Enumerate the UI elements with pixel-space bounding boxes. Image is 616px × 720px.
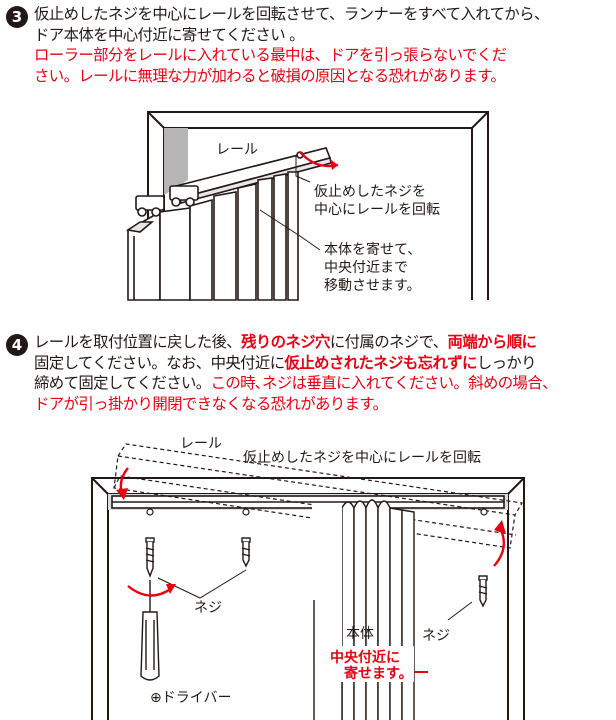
screw-left-1: [145, 537, 155, 578]
step-4-rotate-label: 仮止めしたネジを中心にレールを回転: [243, 450, 481, 466]
step-3-warning-2: さい。レールに無理な力が加わると破損の原因となる恐れがあります。: [34, 66, 506, 85]
frame-shadow: [164, 128, 188, 195]
step-3: 3 仮止めしたネジを中心にレールを回転させて、ランナーをすべて入れてから、 ドア…: [6, 4, 612, 116]
step-3-line-1: 仮止めしたネジを中心にレールを回転させて、ランナーをすべて入れてから、: [34, 5, 549, 23]
step-4-text: レールを取付位置に戻した後、残りのネジ穴に付属のネジで、両端から順に 固定してく…: [34, 332, 612, 414]
step-4-screw-label-right: ネジ: [422, 628, 450, 644]
step-4-l1b: 残りのネジ穴: [241, 333, 330, 351]
frame-4: [91, 477, 525, 720]
step-4-body-label: 本体: [346, 626, 374, 642]
step-4-number: 4: [6, 334, 28, 356]
step-4-l1c: に付属のネジで、: [329, 333, 448, 351]
screwdriver-rotate-arrow: [127, 585, 173, 597]
step-3-rotate-label-1: 仮止めしたネジを: [314, 184, 426, 200]
step-4-line-3: 締めて固定してください。この時､ネジは垂直に入れてください。斜めの場合、: [34, 373, 612, 394]
step-4-rail-label: レール: [180, 436, 222, 452]
step-4-l3a: 締めて固定してください。: [34, 374, 211, 392]
step-4-center-label-1: 中央付近に: [330, 649, 400, 666]
step-4-line-4: ドアが引っ掛かり開閉できなくなる恐れがあります。: [34, 394, 388, 413]
door-panels-4: [341, 499, 415, 720]
step-4-center-label-2: 寄せます。: [344, 665, 413, 682]
step-4-l2b: 仮止めされたネジも忘れずに: [284, 353, 478, 372]
rotate-leader: [295, 156, 311, 183]
step-3-rotate-label-2: 中心にレールを回転: [314, 202, 440, 218]
step-3-move-label-2: 中央付近まで: [324, 260, 408, 276]
step-4-l3b: この時､ネジは垂直に入れてください。斜めの場合、: [210, 374, 558, 392]
step-3-move-label-1: 本体を寄せて、: [324, 241, 421, 258]
step-4-screw-label-left: ネジ: [194, 600, 222, 616]
step-4-l1a: レールを取付位置に戻した後、: [34, 333, 242, 351]
step-3-move-label-3: 移動させます。: [324, 278, 421, 294]
step-3-text: 仮止めしたネジを中心にレールを回転させて、ランナーをすべて入れてから、 ドア本体…: [34, 4, 612, 86]
step-3-rail-label: レール: [216, 142, 258, 158]
step-4-l1d: 両端から順に: [447, 333, 537, 351]
installed-rail: [111, 495, 505, 509]
step-4-l2c: しっかり: [476, 353, 537, 372]
step-3-number: 3: [6, 6, 28, 28]
rotate-arrow-right: [493, 527, 506, 567]
step-3-line-2: ドア本体を中心付近に寄せてください 。: [34, 25, 305, 44]
screw-left-2: [241, 537, 251, 568]
move-leader: [259, 209, 321, 251]
step-4: 4 レールを取付位置に戻した後、残りのネジ穴に付属のネジで、両端から順に 固定し…: [6, 332, 612, 424]
door-panels: [125, 171, 299, 301]
rollers: [135, 185, 199, 217]
screw-right: [478, 575, 488, 608]
step-3-warning-1: ローラー部分をレールに入れている最中は、ドアを引っ張らないでくだ: [34, 46, 507, 64]
step-4-line-1: レールを取付位置に戻した後、残りのネジ穴に付属のネジで、両端から順に: [34, 332, 612, 353]
step-4-driver-label: ⊕ドライバー: [150, 690, 231, 706]
step-4-line-2: 固定してください。なお、中央付近に仮止めされたネジも忘れずにしっかり: [34, 353, 612, 374]
step-4-l2a: 固定してください。なお、中央付近に: [34, 353, 285, 372]
